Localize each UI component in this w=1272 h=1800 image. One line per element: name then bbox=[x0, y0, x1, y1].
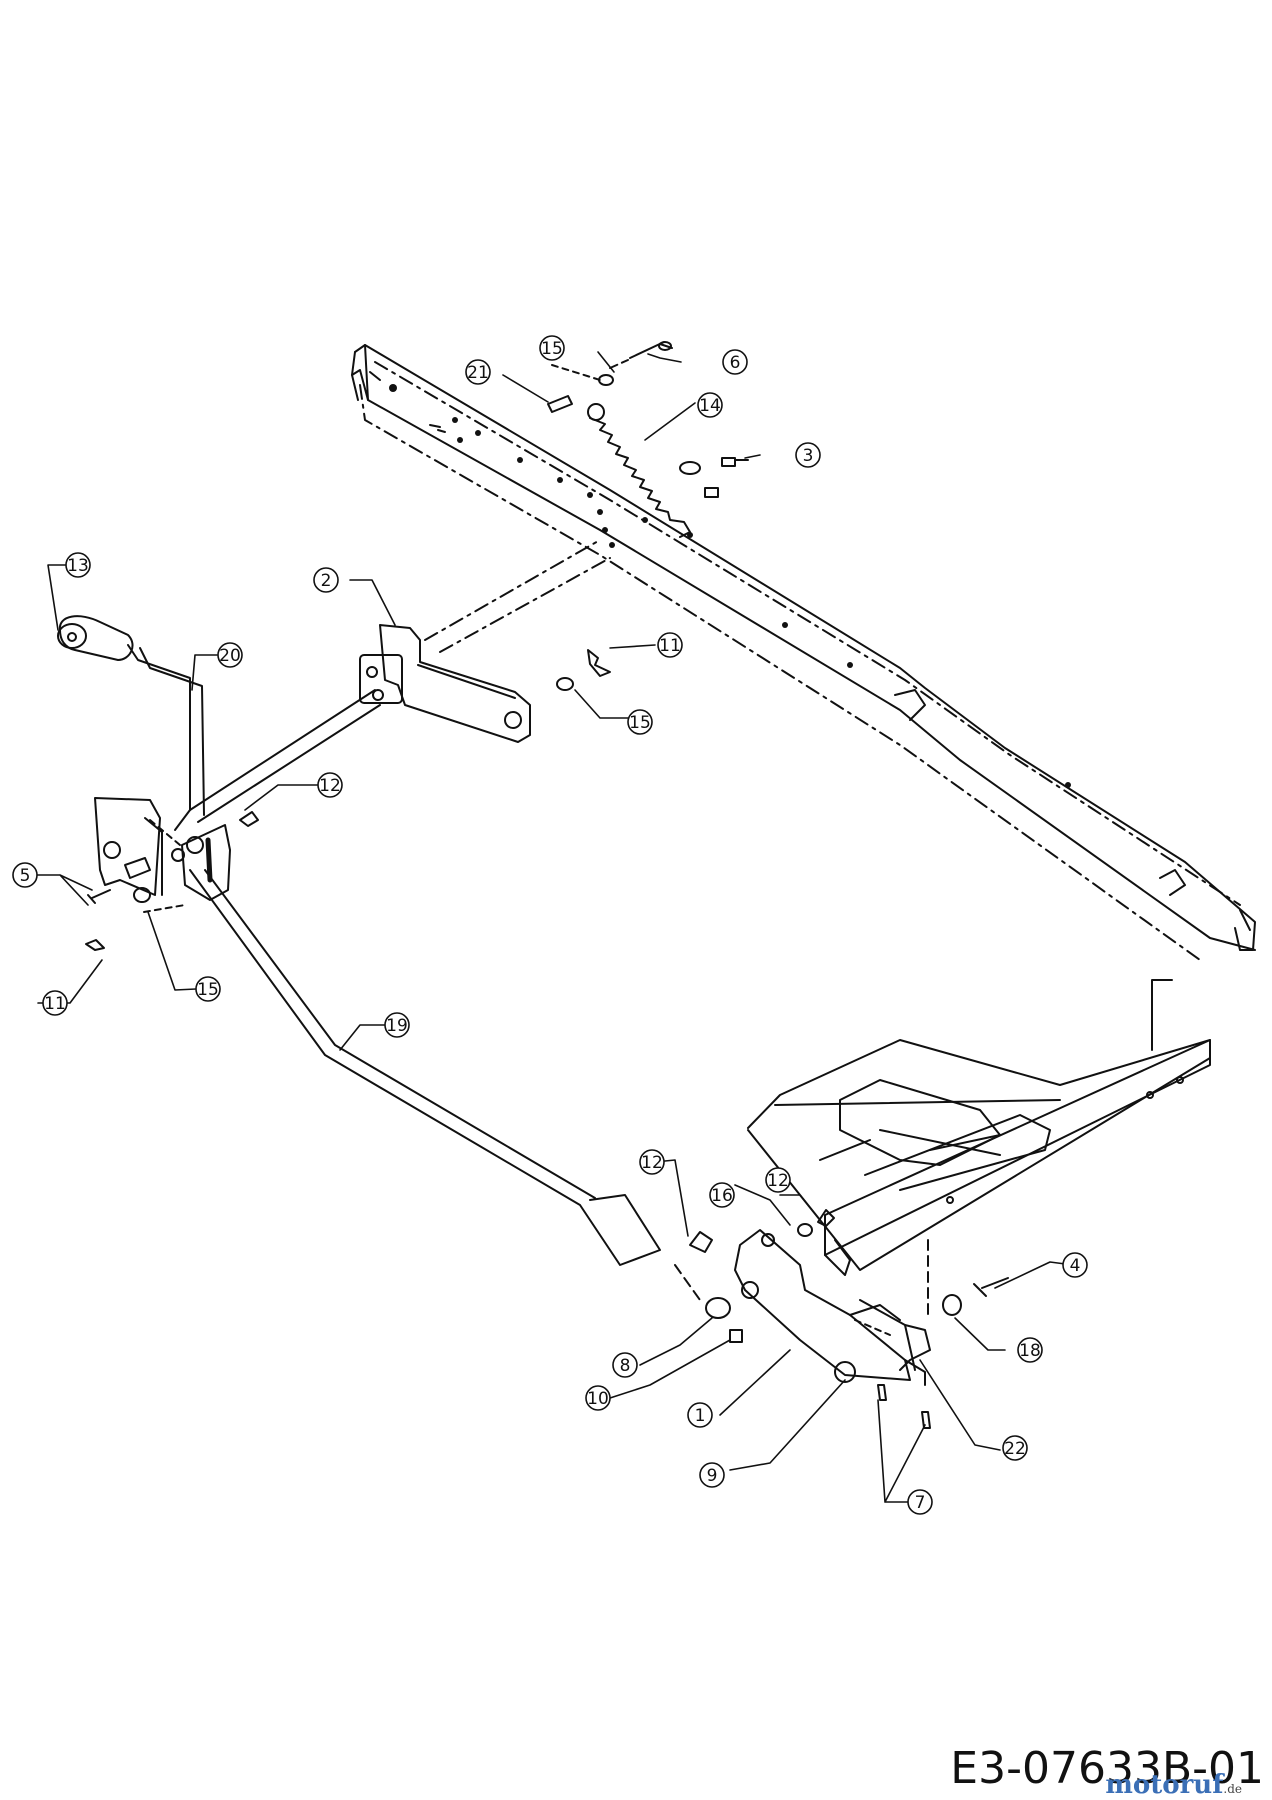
svg-text:12: 12 bbox=[319, 776, 341, 796]
lift-lever bbox=[57, 615, 205, 831]
svg-text:19: 19 bbox=[386, 1016, 408, 1036]
lift-rod bbox=[189, 869, 701, 1301]
svg-text:14: 14 bbox=[699, 396, 721, 416]
callout-18: 18 bbox=[1017, 1337, 1043, 1363]
spring bbox=[587, 403, 701, 538]
svg-text:10: 10 bbox=[587, 1389, 609, 1409]
watermark-text: motoruf bbox=[1105, 1770, 1224, 1800]
svg-text:22: 22 bbox=[1004, 1439, 1026, 1459]
svg-text:6: 6 bbox=[730, 353, 741, 373]
callout-5: 5 bbox=[12, 862, 38, 888]
callout-16: 15 bbox=[539, 335, 565, 361]
svg-text:1: 1 bbox=[695, 1406, 706, 1426]
leader-lines bbox=[34, 351, 1074, 1503]
callout-3: 3 bbox=[795, 442, 821, 468]
small-parts bbox=[85, 341, 1009, 1429]
pivot-bracket bbox=[189, 539, 611, 823]
seat-pan bbox=[747, 1039, 1211, 1321]
svg-text:3: 3 bbox=[803, 446, 814, 466]
svg-text:11: 11 bbox=[659, 636, 681, 656]
callout-12-mid: 12 bbox=[639, 1149, 665, 1175]
callout-22: 22 bbox=[1002, 1435, 1028, 1461]
callout-1: 1 bbox=[687, 1402, 713, 1428]
callout-19: 19 bbox=[384, 1012, 410, 1038]
callout-9: 9 bbox=[699, 1462, 725, 1488]
deck-lift-bracket bbox=[734, 1229, 931, 1386]
svg-text:5: 5 bbox=[20, 866, 31, 886]
mount-plate bbox=[94, 797, 231, 901]
diagram-code: E3-07633B-01 bbox=[950, 1743, 1264, 1794]
callout-20: 20 bbox=[217, 642, 243, 668]
frame-holes bbox=[389, 384, 1071, 788]
svg-text:11: 11 bbox=[44, 994, 66, 1014]
callout-8: 8 bbox=[612, 1352, 638, 1378]
svg-text:15: 15 bbox=[629, 713, 651, 733]
svg-text:18: 18 bbox=[1019, 1341, 1041, 1361]
callout-2: 2 bbox=[313, 567, 339, 593]
svg-text:15: 15 bbox=[541, 339, 563, 359]
svg-text:2: 2 bbox=[321, 571, 332, 591]
callout-12-left: 12 bbox=[317, 772, 343, 798]
svg-text:4: 4 bbox=[1070, 1256, 1081, 1276]
callout-15-right: 16 bbox=[709, 1182, 735, 1208]
svg-text:20: 20 bbox=[219, 646, 241, 666]
callout-12-right: 12 bbox=[765, 1167, 791, 1193]
svg-text:7: 7 bbox=[915, 1493, 926, 1513]
svg-text:15: 15 bbox=[197, 980, 219, 1000]
callout-14: 14 bbox=[697, 392, 723, 418]
callout-11-top: 11 bbox=[657, 632, 683, 658]
watermark-suffix: .de bbox=[1223, 1782, 1242, 1796]
watermark-logo: motoruf.de bbox=[1105, 1770, 1242, 1800]
callout-7: 7 bbox=[907, 1489, 933, 1515]
callout-15-left: 15 bbox=[195, 976, 221, 1002]
frame-rail bbox=[351, 344, 1256, 1051]
callout-21: 21 bbox=[465, 359, 491, 385]
callout-15-top: 15 bbox=[627, 709, 653, 735]
svg-text:16: 16 bbox=[711, 1186, 733, 1206]
callout-10: 10 bbox=[585, 1385, 611, 1411]
svg-text:9: 9 bbox=[707, 1466, 718, 1486]
callout-6: 6 bbox=[722, 349, 748, 375]
svg-text:12: 12 bbox=[767, 1171, 789, 1191]
svg-text:8: 8 bbox=[620, 1356, 631, 1376]
callouts: 15 21 6 14 3 13 2 20 11 15 12 5 11 15 19… bbox=[12, 335, 1088, 1515]
svg-text:21: 21 bbox=[467, 363, 489, 383]
callout-13: 13 bbox=[65, 552, 91, 578]
svg-text:13: 13 bbox=[67, 556, 89, 576]
callout-11-left: 11 bbox=[42, 990, 68, 1016]
callout-4: 4 bbox=[1062, 1252, 1088, 1278]
svg-text:12: 12 bbox=[641, 1153, 663, 1173]
